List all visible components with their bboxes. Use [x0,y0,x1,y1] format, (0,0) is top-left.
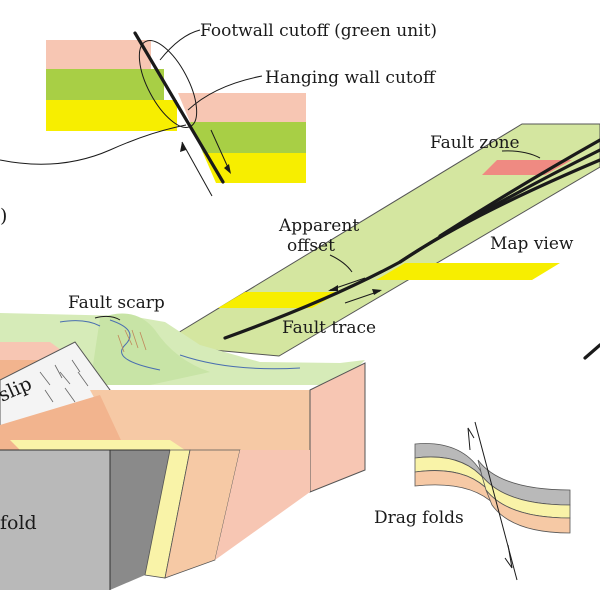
hangingwall-green-layer [190,122,306,153]
downthrown-yellow-band-top [10,440,185,450]
curve-to-left-edge [0,124,187,165]
block-gray-side [110,450,170,590]
offset-arrow-upper-head [328,285,338,291]
side-pink-sliver [215,450,310,560]
stream-1 [109,319,161,371]
label-apparent: Apparent [278,216,359,236]
cutoff-ellipse [138,40,198,128]
map-view-panel [156,123,600,360]
hangingwall-pink-layer [178,93,306,122]
slip-arrow-down-head [224,164,231,174]
slip-arrow-up [181,141,213,197]
scarp-erosion-marks [117,329,147,353]
label-partial-paren: ) [0,205,7,227]
map-yellow-unit-east [376,263,560,280]
slip-arrow-up-head [180,142,186,152]
edge-fault-stroke [583,343,600,360]
label-footwall-cutoff: Footwall cutoff (green unit) [200,21,437,41]
label-fault-scarp: Fault scarp [68,293,165,313]
leader-hanging-wall-cutoff [187,75,263,111]
label-fold-partial: fold [0,512,37,534]
leader-apparent-offset [329,254,353,273]
footwall-green-layer [46,69,164,100]
block-gray-front [0,450,110,590]
map-fault-trace-splay-2 [438,138,600,238]
map-fault-trace-splay-1 [398,158,600,264]
hangingwall-yellow-layer [203,153,306,183]
stream-3 [59,320,101,327]
slip-striations [39,359,89,403]
label-hanging-wall-cutoff: Hanging wall cutoff [265,68,437,88]
offset-arrow-lower-head [372,289,382,295]
block-diagram [0,313,366,590]
fault-scarp-slope [90,313,210,385]
label-map-view: Map view [490,234,574,254]
leader-fault-zone [501,150,541,159]
leader-footwall-cutoff [159,29,201,61]
drag-right-peach-bed [485,489,571,534]
stream-2 [179,354,301,370]
map-fault-zone-band [482,160,572,175]
label-drag-folds: Drag folds [374,508,464,528]
leader-fault-scarp [94,315,121,321]
label-fault-zone: Fault zone [430,133,520,153]
label-fault-trace: Fault trace [282,318,376,338]
footwall-pink-layer [46,40,151,69]
drag-arrow-up [467,427,475,451]
slip-arrow-down [210,129,231,173]
drag-folds-diagram [414,421,571,581]
drag-arrow-down [504,544,513,569]
cutoff-cross-section [0,29,306,197]
cross-section-fault-line [133,31,225,184]
footwall-yellow-layer [46,100,177,131]
label-offset: offset [287,236,335,256]
